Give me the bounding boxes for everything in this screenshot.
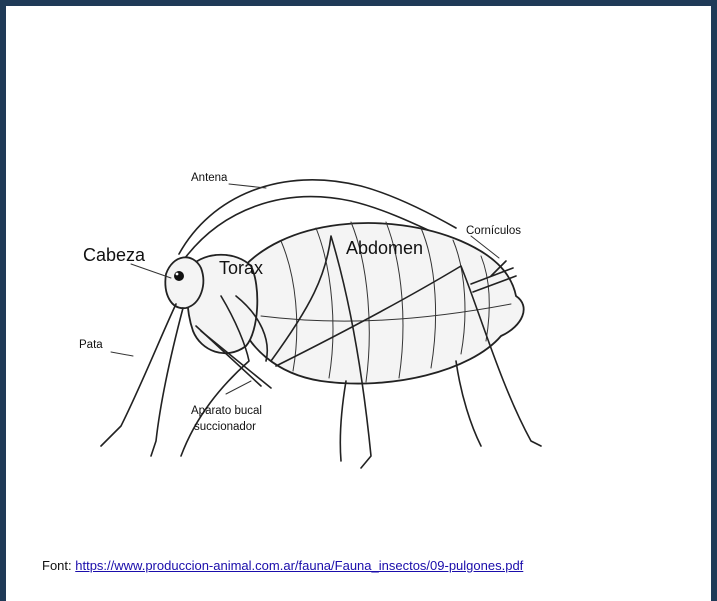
label-torax: Torax (219, 258, 263, 278)
leg-rear-2 (456, 361, 481, 446)
source-link[interactable]: https://www.produccion-animal.com.ar/fau… (75, 558, 523, 573)
leader-line-pata (111, 352, 133, 356)
leader-line-aparato (226, 381, 251, 394)
head (165, 257, 203, 308)
aphid-anatomy-diagram: Antena Cabeza Torax Abdomen Cornículos P… (61, 156, 581, 486)
eye (174, 271, 184, 281)
leg-rear (340, 381, 346, 461)
label-antena: Antena (191, 172, 228, 184)
source-prefix: Font: (42, 558, 75, 573)
label-aparato-bucal: Aparato bucal (191, 405, 262, 417)
leg-front (101, 304, 176, 446)
label-corniculos: Cornículos (466, 225, 521, 237)
leader-line-antena (229, 184, 266, 188)
source-caption: Font: https://www.produccion-animal.com.… (42, 558, 523, 573)
label-cabeza: Cabeza (83, 245, 146, 265)
label-succionador: succionador (194, 421, 256, 433)
label-abdomen: Abdomen (346, 238, 423, 258)
leg-front-2 (151, 308, 183, 456)
label-pata: Pata (79, 339, 103, 351)
leader-line-cabeza (131, 264, 171, 278)
